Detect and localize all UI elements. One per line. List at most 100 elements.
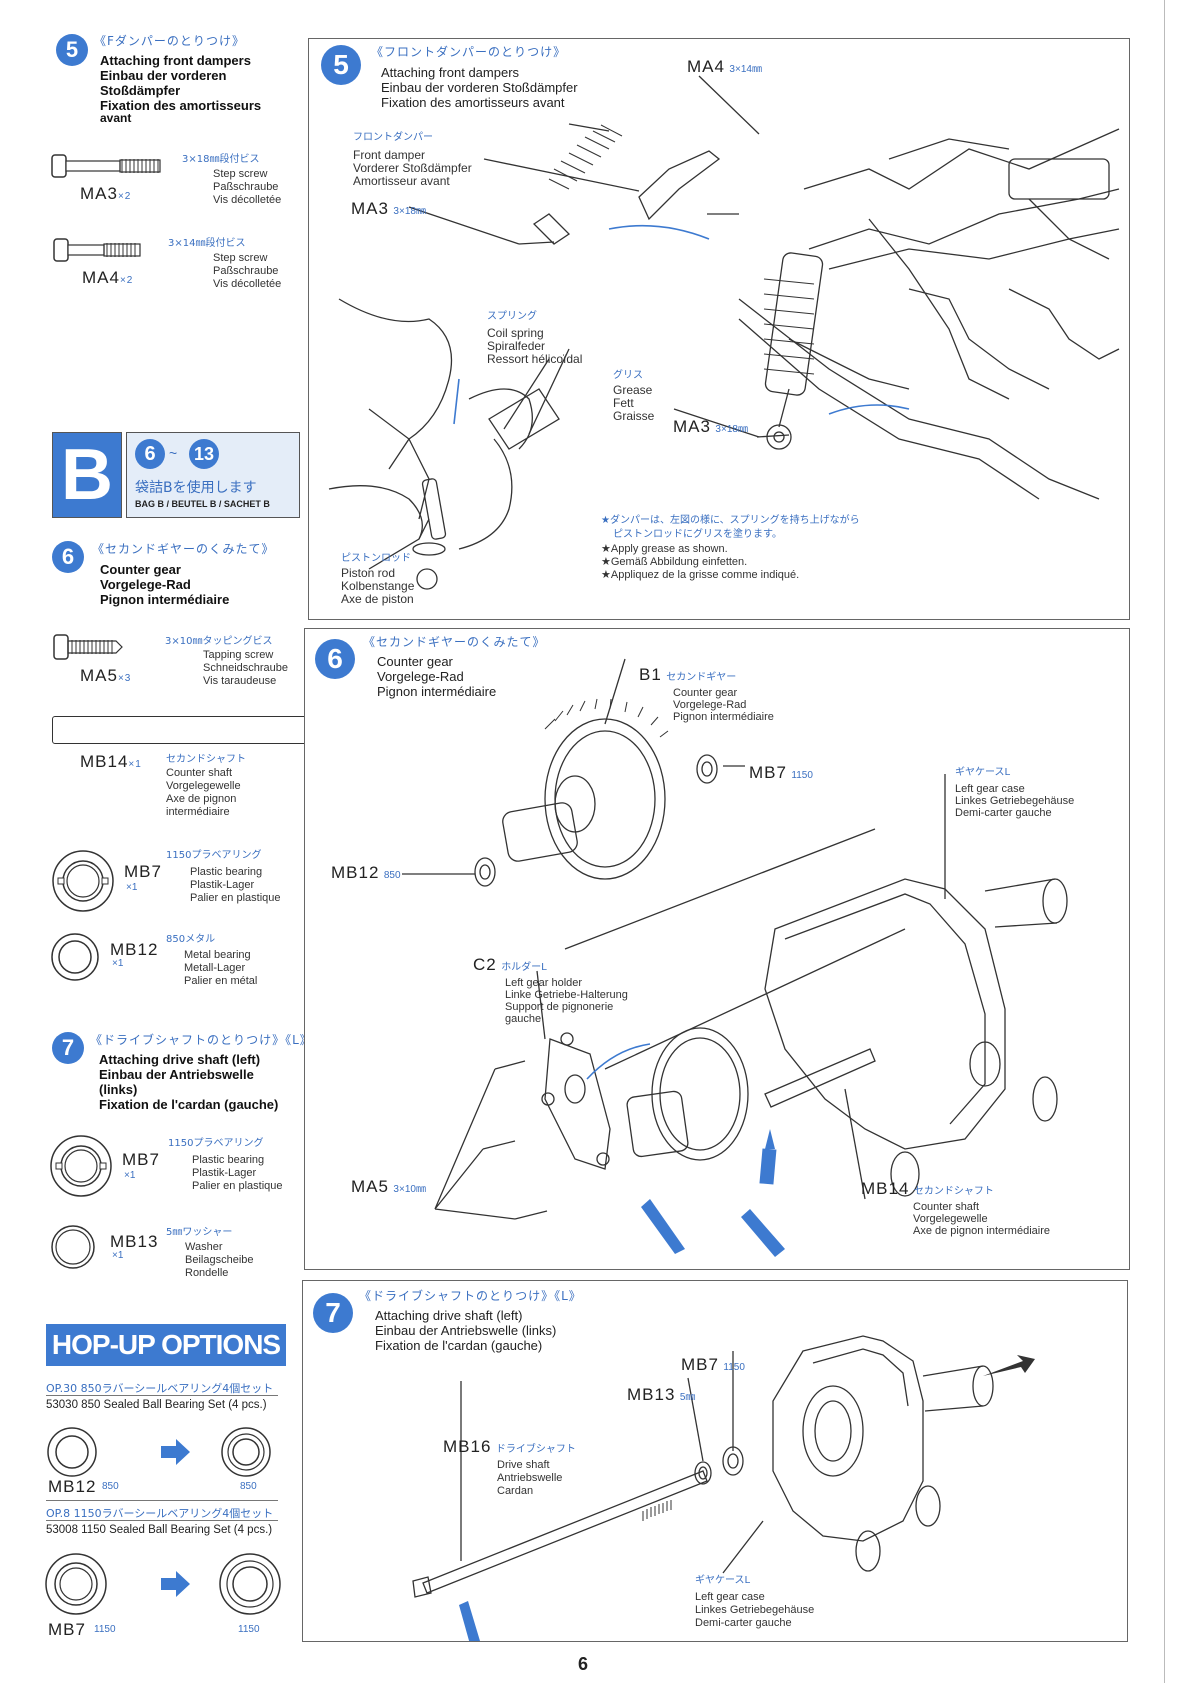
op8-upgrade-diagram: [45, 1553, 281, 1615]
op8-jp: OP.8 1150ラバーシールベアリング4個セット: [46, 1507, 274, 1520]
step-7-fr-title: Fixation de l'cardan (gauche): [99, 1097, 279, 1112]
mb14-fr: Axe de pignon intermédiaire: [913, 1225, 1050, 1237]
b1-callout: B1 セカンドギヤー: [639, 665, 737, 684]
hop-up-banner: HOP-UP OPTIONS: [46, 1324, 286, 1366]
c2-fr-2: gauche: [505, 1013, 542, 1025]
panel-6-jp-title: 《セカンドギヤーのくみたて》: [363, 635, 546, 649]
note-fr: ★Appliquez de la grisse comme indiqué.: [601, 569, 800, 581]
step-screw-14mm-icon: [53, 238, 141, 262]
ma3-code: MA3×2: [80, 184, 132, 203]
op30-from-code: MB12: [48, 1477, 97, 1496]
p7-mb13-callout: MB13 5㎜: [627, 1385, 696, 1404]
grease-fr: Graisse: [613, 409, 655, 423]
ma3-jp-label: 3×18㎜段付ビス: [182, 154, 260, 165]
mb7-de: Plastik-Lager: [190, 879, 255, 891]
step-5-fr-title-1: Fixation des amortisseurs: [100, 98, 262, 113]
panel-6-badge: 6: [315, 639, 355, 679]
mb7-code: MB7: [124, 862, 162, 881]
ma5-fr: Vis taraudeuse: [203, 675, 277, 687]
ma5-code: MA5×3: [80, 666, 132, 685]
ma3-en: Step screw: [213, 168, 268, 180]
bag-range-to: 13: [189, 439, 219, 469]
grease-de: Fett: [613, 396, 634, 410]
mb14-callout: MB14 セカンドシャフト: [861, 1179, 994, 1198]
panel-6-en-title: Counter gear: [377, 654, 453, 669]
c2-fr-1: Support de pignonerie: [505, 1001, 614, 1013]
step-6-jp-title: 《セカンドギヤーのくみたて》: [92, 542, 275, 556]
mb13-qty: ×1: [112, 1250, 124, 1261]
mb13-en: Washer: [185, 1241, 223, 1253]
damper-fr: Amortisseur avant: [353, 174, 450, 188]
ma5-en: Tapping screw: [203, 649, 274, 661]
op30-jp: OP.30 850ラバーシールベアリング4個セット: [46, 1382, 274, 1395]
step-6-en-title: Counter gear: [100, 562, 181, 577]
ma4-callout: MA4 3×14㎜: [687, 57, 762, 76]
b1-fr: Pignon intermédiaire: [673, 711, 774, 723]
step-screw-18mm-icon: [51, 154, 161, 178]
bag-range-from: 6: [135, 439, 165, 469]
step-5-en-title: Attaching front dampers: [100, 53, 251, 68]
step-5-de-title-1: Einbau der vorderen: [100, 68, 227, 83]
panel-7-en-title: Attaching drive shaft (left): [375, 1308, 523, 1323]
mb12-callout: MB12 850: [331, 863, 401, 882]
step-7-de-title-1: Einbau der Antriebswelle: [99, 1067, 254, 1082]
step-7-de-title-2: (links): [99, 1082, 138, 1097]
mb14-fr-1: Axe de pignon: [166, 793, 237, 805]
bag-range-sep: ~: [169, 445, 178, 461]
ma4-fr: Vis décolletée: [213, 278, 282, 290]
op8-to-sub: 1150: [238, 1624, 260, 1635]
note-de: ★Gemäß Abbildung einfetten.: [601, 556, 748, 568]
note-jp-2: ピストンロッドにグリスを塗ります。: [613, 529, 782, 540]
s7-mb7-code: MB7: [122, 1150, 160, 1169]
s7-mb7-en: Plastic bearing: [192, 1154, 265, 1166]
mb7-callout: MB7 1150: [749, 763, 813, 782]
p7-case-de: Linkes Getriebegehäuse: [695, 1604, 815, 1616]
case-fr: Demi-carter gauche: [955, 807, 1052, 819]
panel-6-de-title: Vorgelege-Rad: [377, 669, 464, 684]
mb14-jp: セカンドシャフト: [166, 754, 246, 765]
damper-jp: フロントダンパー: [353, 132, 433, 143]
op30-divider: [46, 1395, 278, 1396]
tapping-screw-icon: [53, 634, 123, 660]
bag-letter: B: [61, 435, 113, 515]
p7-case-jp: ギヤケースL: [695, 1575, 751, 1586]
damper-de: Vorderer Stoßdämpfer: [353, 161, 472, 175]
s7-mb7-de: Plastik-Lager: [192, 1167, 257, 1179]
step-5-de-title-2: Stoßdämpfer: [100, 83, 181, 98]
case-jp: ギヤケースL: [955, 767, 1011, 778]
panel-step-7: 7 《ドライブシャフトのとりつけ》《L》 Attaching drive sha…: [302, 1280, 1128, 1642]
ma3-callout-upper: MA3 3×18㎜: [351, 199, 426, 218]
mb12-de: Metall-Lager: [184, 962, 246, 974]
panel-5-jp-title: 《フロントダンパーのとりつけ》: [371, 45, 567, 59]
mb14-de: Vorgelegewelle: [913, 1213, 988, 1225]
ma3-de: Paßschraube: [213, 181, 279, 193]
mb14-code: MB14×1: [80, 752, 142, 771]
page-edge: [1164, 0, 1165, 1683]
mb7-fr: Palier en plastique: [190, 892, 281, 904]
counter-shaft-icon: [52, 716, 318, 744]
note-en: ★Apply grease as shown.: [601, 543, 728, 555]
page-number: 6: [578, 1654, 589, 1674]
op30-from-sub: 850: [102, 1481, 119, 1492]
ma4-code: MA4×2: [82, 268, 134, 287]
mb12-qty: ×1: [112, 958, 124, 969]
ma5-callout: MA5 3×10㎜: [351, 1177, 426, 1196]
mb14-en: Counter shaft: [913, 1201, 980, 1213]
mb7-jp: 1150プラベアリング: [166, 850, 262, 861]
mb16-fr: Cardan: [497, 1485, 534, 1497]
mb13-de: Beilagscheibe: [185, 1254, 254, 1266]
step-6-de-title: Vorgelege-Rad: [100, 577, 191, 592]
mb13-fr: Rondelle: [185, 1267, 229, 1279]
step-7-badge: 7: [52, 1032, 84, 1064]
mb16-en: Drive shaft: [497, 1459, 550, 1471]
case-de: Linkes Getriebegehäuse: [955, 795, 1075, 807]
c2-de: Linke Getriebe-Halterung: [505, 989, 628, 1001]
mb13-jp: 5㎜ワッシャー: [166, 1227, 233, 1238]
mb14-de: Vorgelegewelle: [166, 780, 241, 792]
mb16-de: Antriebswelle: [497, 1472, 563, 1484]
mb14-qty: ×1: [128, 759, 142, 770]
washer-icon: [51, 1225, 95, 1269]
bag-b-info: 6 ~ 13 袋詰Bを使用します BAG B / BEUTEL B / SACH…: [126, 432, 300, 518]
p7-case-fr: Demi-carter gauche: [695, 1617, 792, 1629]
panel-7-de-title: Einbau der Antriebswelle (links): [375, 1323, 557, 1338]
